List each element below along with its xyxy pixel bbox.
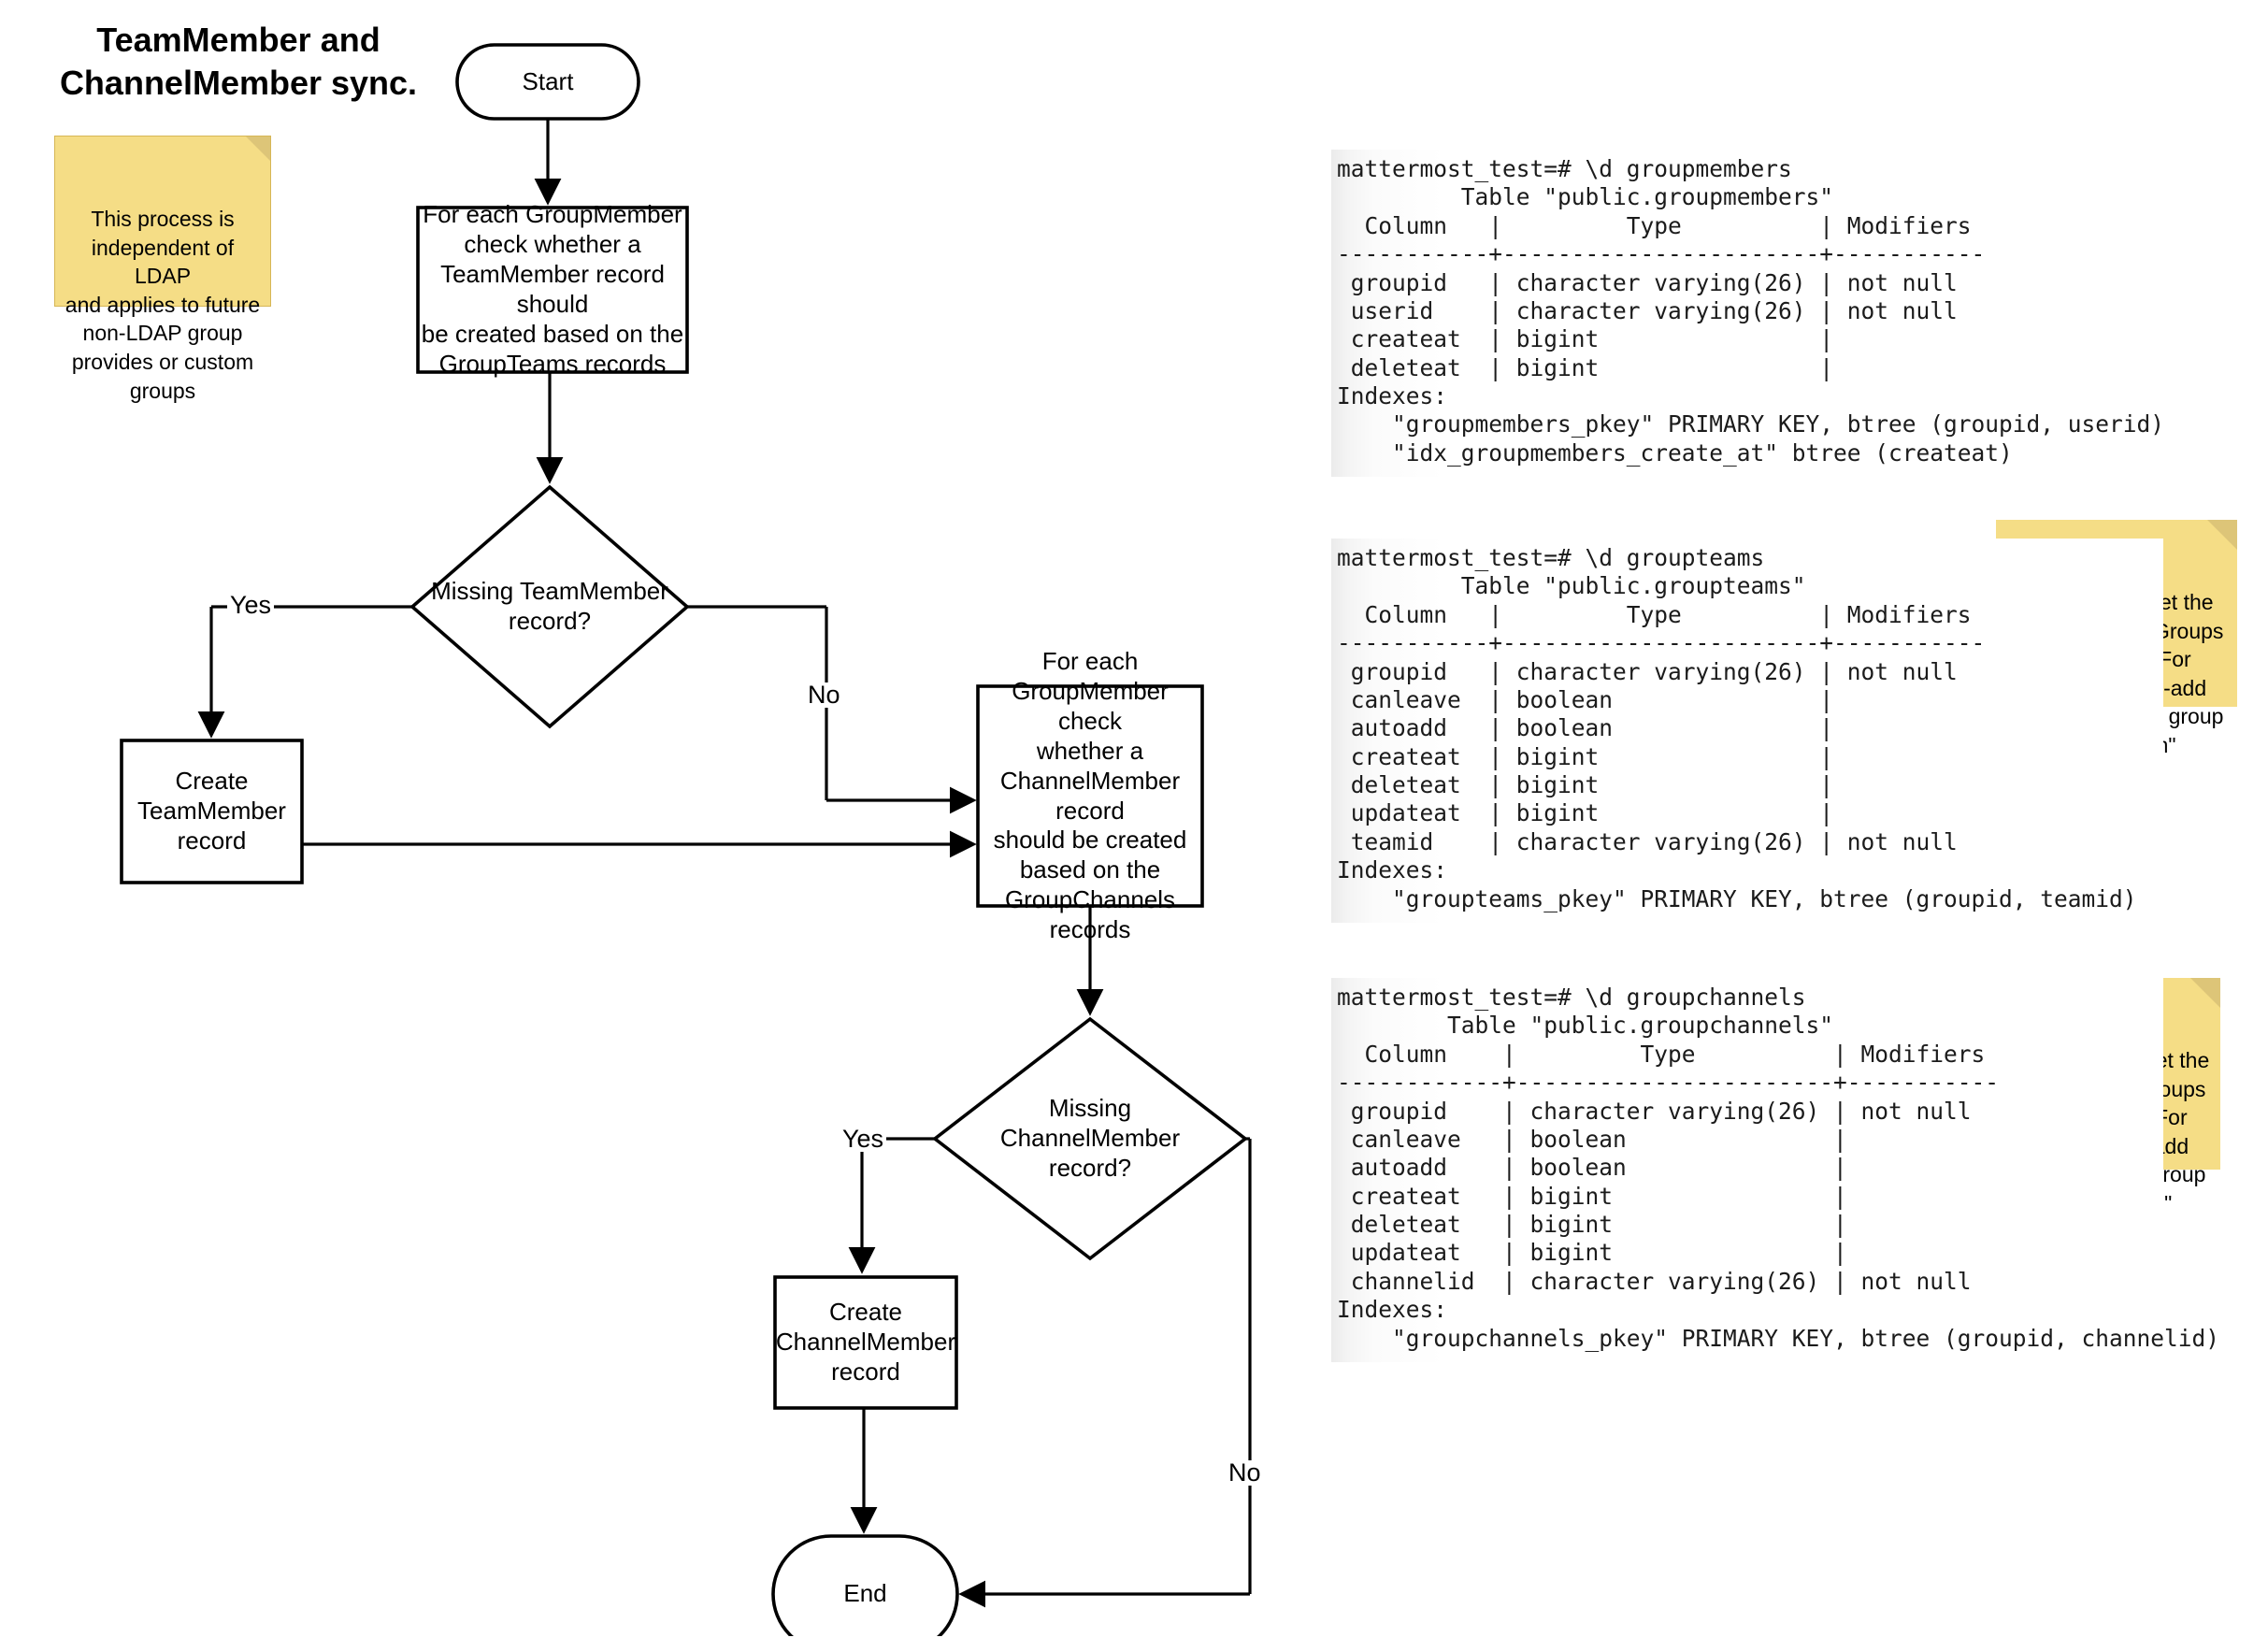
- note-fold-corner-icon: [2207, 520, 2237, 550]
- edge-label-channel-no: No: [1226, 1460, 1264, 1486]
- edge-label-team-yes: Yes: [227, 593, 275, 618]
- sql-block-groupteams: mattermost_test=# \d groupteams Table "p…: [1331, 539, 2163, 923]
- node-decision-team-shape: [409, 484, 690, 729]
- node-process-channels-shape: [976, 684, 1204, 908]
- page-title: TeamMember and ChannelMember sync.: [59, 21, 418, 103]
- node-decision-channel-shape: [932, 1016, 1248, 1261]
- note-fold-corner-icon: [2190, 978, 2220, 1008]
- note-ldap: This process is independent of LDAP and …: [54, 136, 271, 403]
- node-end-shape: [771, 1534, 959, 1636]
- node-start-shape: [455, 43, 640, 121]
- node-create-teammember-shape: [120, 739, 304, 884]
- sql-block-groupmembers: mattermost_test=# \d groupmembers Table …: [1331, 150, 2164, 478]
- note-ldap-text: This process is independent of LDAP and …: [65, 207, 261, 403]
- edge-label-team-no: No: [805, 682, 843, 708]
- node-process-teams-shape: [416, 206, 689, 374]
- note-fold-corner-icon: [246, 136, 270, 161]
- edge-label-channel-yes: Yes: [840, 1127, 887, 1152]
- node-create-channelmember-shape: [773, 1275, 958, 1410]
- sql-block-groupchannels: mattermost_test=# \d groupchannels Table…: [1331, 978, 2219, 1362]
